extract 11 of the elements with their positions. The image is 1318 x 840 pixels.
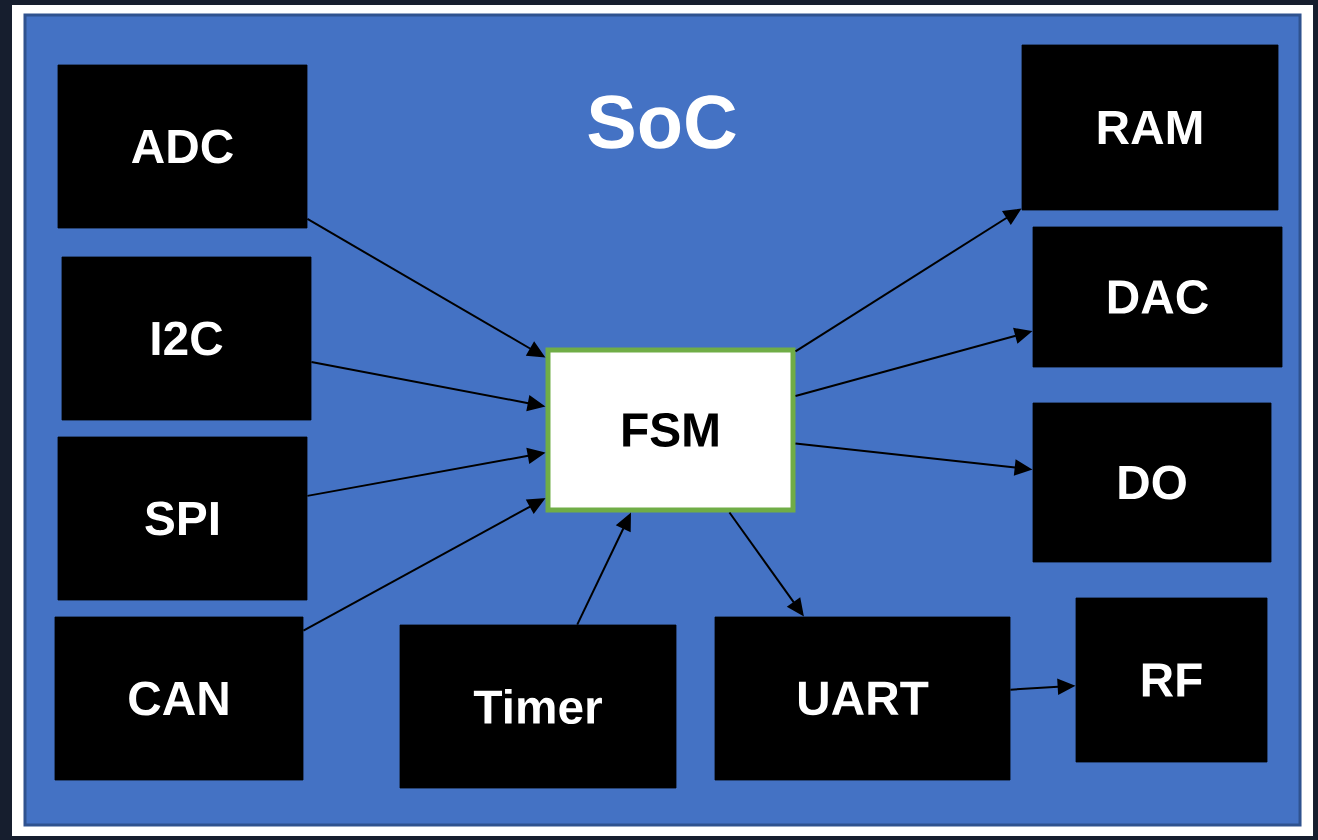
block-box: DAC — [1032, 226, 1283, 368]
block-box: ADC — [57, 64, 308, 229]
block-box: UART — [714, 616, 1011, 781]
block-box: RF — [1075, 597, 1268, 763]
block-box: SPI — [57, 436, 308, 601]
block-box: RAM — [1021, 44, 1279, 211]
block-box: DO — [1032, 402, 1272, 563]
block-box: I2C — [61, 256, 312, 421]
block-box: CAN — [54, 616, 304, 781]
process-box: FSM — [545, 347, 796, 513]
block-box: Timer — [399, 624, 677, 789]
